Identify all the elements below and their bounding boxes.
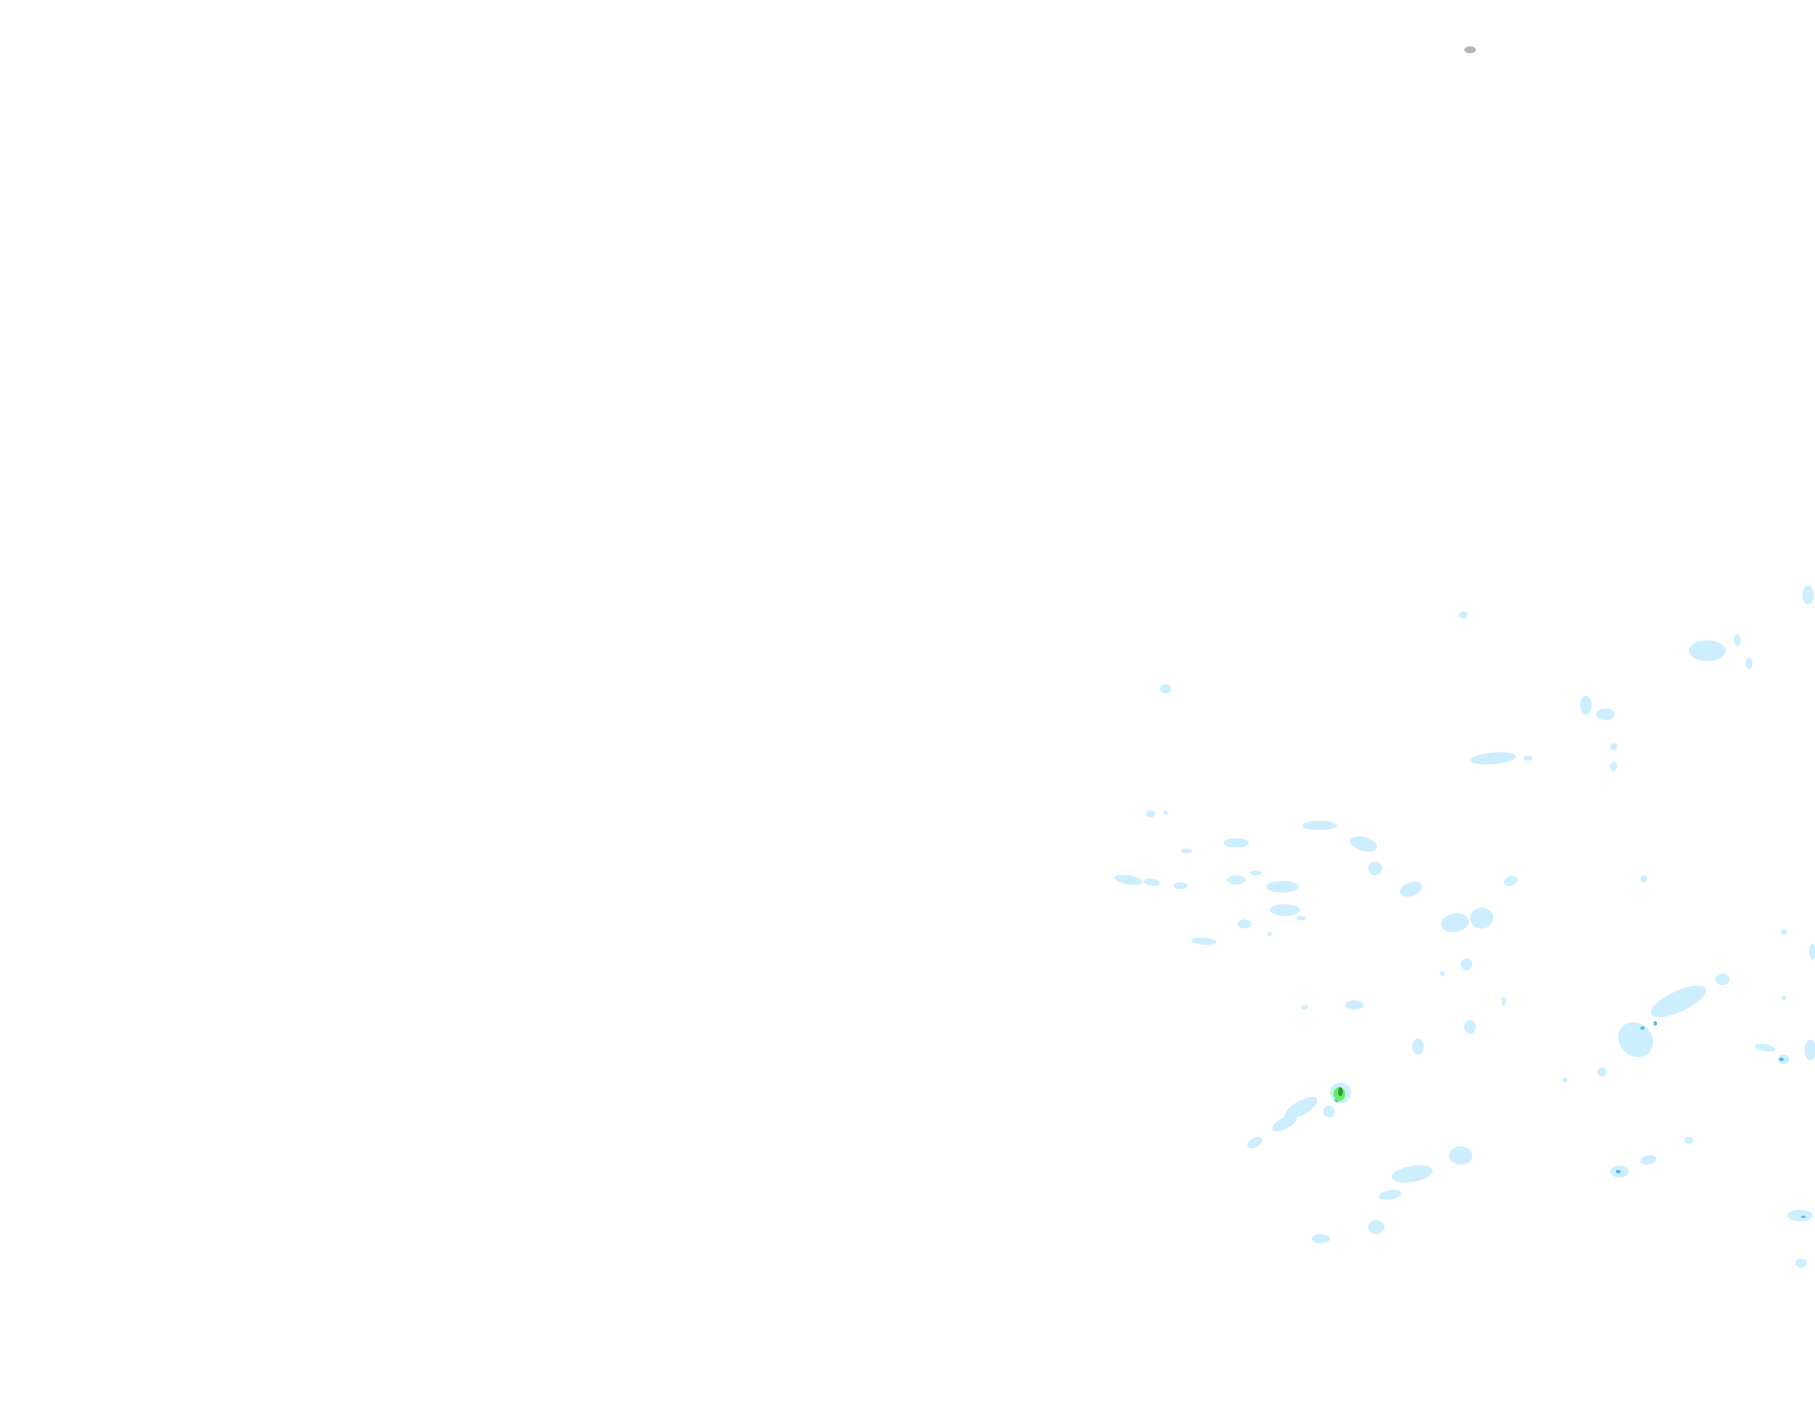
light-precip-cell (1323, 1105, 1335, 1118)
light-precip-cell (1301, 1004, 1309, 1010)
light-precip-cell (1226, 875, 1246, 885)
light-precip-cell (1250, 870, 1262, 876)
clutter-echo (1464, 46, 1476, 54)
light-precip-cell (1391, 1165, 1433, 1183)
light-precip-cell (1302, 820, 1337, 831)
light-precip-cell (1441, 913, 1469, 933)
light-precip-cell (1272, 1114, 1298, 1132)
light-precip-cell (1523, 755, 1533, 761)
light-precip-cell (1296, 915, 1306, 921)
light-precip-cell (1610, 761, 1618, 772)
moderate-precip-cell (1640, 1026, 1645, 1030)
light-precip-cell (1804, 1039, 1815, 1061)
light-precip-cell (1650, 985, 1707, 1018)
light-precip-cell (1610, 743, 1618, 751)
light-precip-cell (1597, 1067, 1607, 1077)
light-precip-cell (1267, 931, 1273, 937)
light-precip-cell (1412, 1038, 1424, 1055)
light-precip-cell (1802, 585, 1814, 605)
light-precip-cell (1399, 881, 1423, 897)
light-precip-cell (1368, 1220, 1385, 1235)
light-precip-cell (1163, 810, 1168, 816)
light-precip-cell (1439, 971, 1445, 976)
light-precip-cell (1640, 1155, 1657, 1165)
light-precip-cell (1562, 1077, 1568, 1083)
light-precip-cell (1795, 1258, 1807, 1268)
light-precip-cell (1809, 943, 1815, 960)
light-precip-cell (1787, 1209, 1813, 1222)
light-precip-cell (1237, 919, 1252, 929)
light-precip-cell (1733, 634, 1741, 647)
light-precip-cell (1580, 695, 1592, 715)
light-precip-cell (1501, 996, 1506, 1007)
light-precip-cell (1464, 1019, 1476, 1034)
moderate-precip-cell (1653, 1021, 1657, 1026)
light-precip-cell (1114, 874, 1143, 886)
light-precip-cell (1458, 611, 1468, 619)
light-precip-cell (1378, 1189, 1402, 1200)
light-precip-cell (1754, 1043, 1776, 1052)
light-precip-cell (1284, 1096, 1318, 1119)
light-precip-cell (1368, 861, 1383, 876)
light-precip-cell (1781, 995, 1787, 1001)
moderate-precipitation-cells (1334, 1021, 1806, 1218)
light-precip-cell (1145, 810, 1156, 818)
light-precip-cell (1247, 1136, 1263, 1149)
moderate-precip-cell (1801, 1215, 1806, 1218)
light-precip-cell (1143, 878, 1160, 886)
light-precip-cell (1449, 1146, 1473, 1165)
light-precip-cell (1503, 876, 1518, 886)
light-precip-cell (1345, 1000, 1364, 1010)
light-precip-cell (1269, 904, 1300, 916)
light-precip-cell (1266, 881, 1299, 893)
light-precip-cell (1688, 640, 1726, 662)
light-precip-cell (1470, 907, 1494, 929)
light-precip-cell (1596, 708, 1615, 721)
light-precip-cell (1745, 657, 1753, 670)
light-precip-cell (1180, 848, 1193, 854)
light-precip-cell (1173, 882, 1188, 890)
light-precip-cell (1311, 1234, 1330, 1244)
light-precip-cell (1684, 1136, 1694, 1144)
light-precip-cell (1640, 875, 1648, 883)
heavy-precipitation-cell (1333, 1087, 1346, 1101)
light-precip-cell (1350, 836, 1378, 852)
moderate-precip-cell (1615, 1169, 1621, 1174)
light-precip-cell (1618, 1022, 1653, 1058)
light-precipitation-cells (1114, 585, 1815, 1268)
light-precip-cell (1470, 752, 1517, 765)
light-precip-cell (1159, 684, 1172, 694)
light-precip-cell (1223, 838, 1249, 848)
light-precip-cell (1191, 937, 1217, 945)
light-precip-cell (1715, 973, 1730, 986)
light-precip-cell (1460, 958, 1473, 971)
light-precip-cell (1780, 929, 1788, 935)
moderate-precip-cell (1779, 1057, 1784, 1062)
